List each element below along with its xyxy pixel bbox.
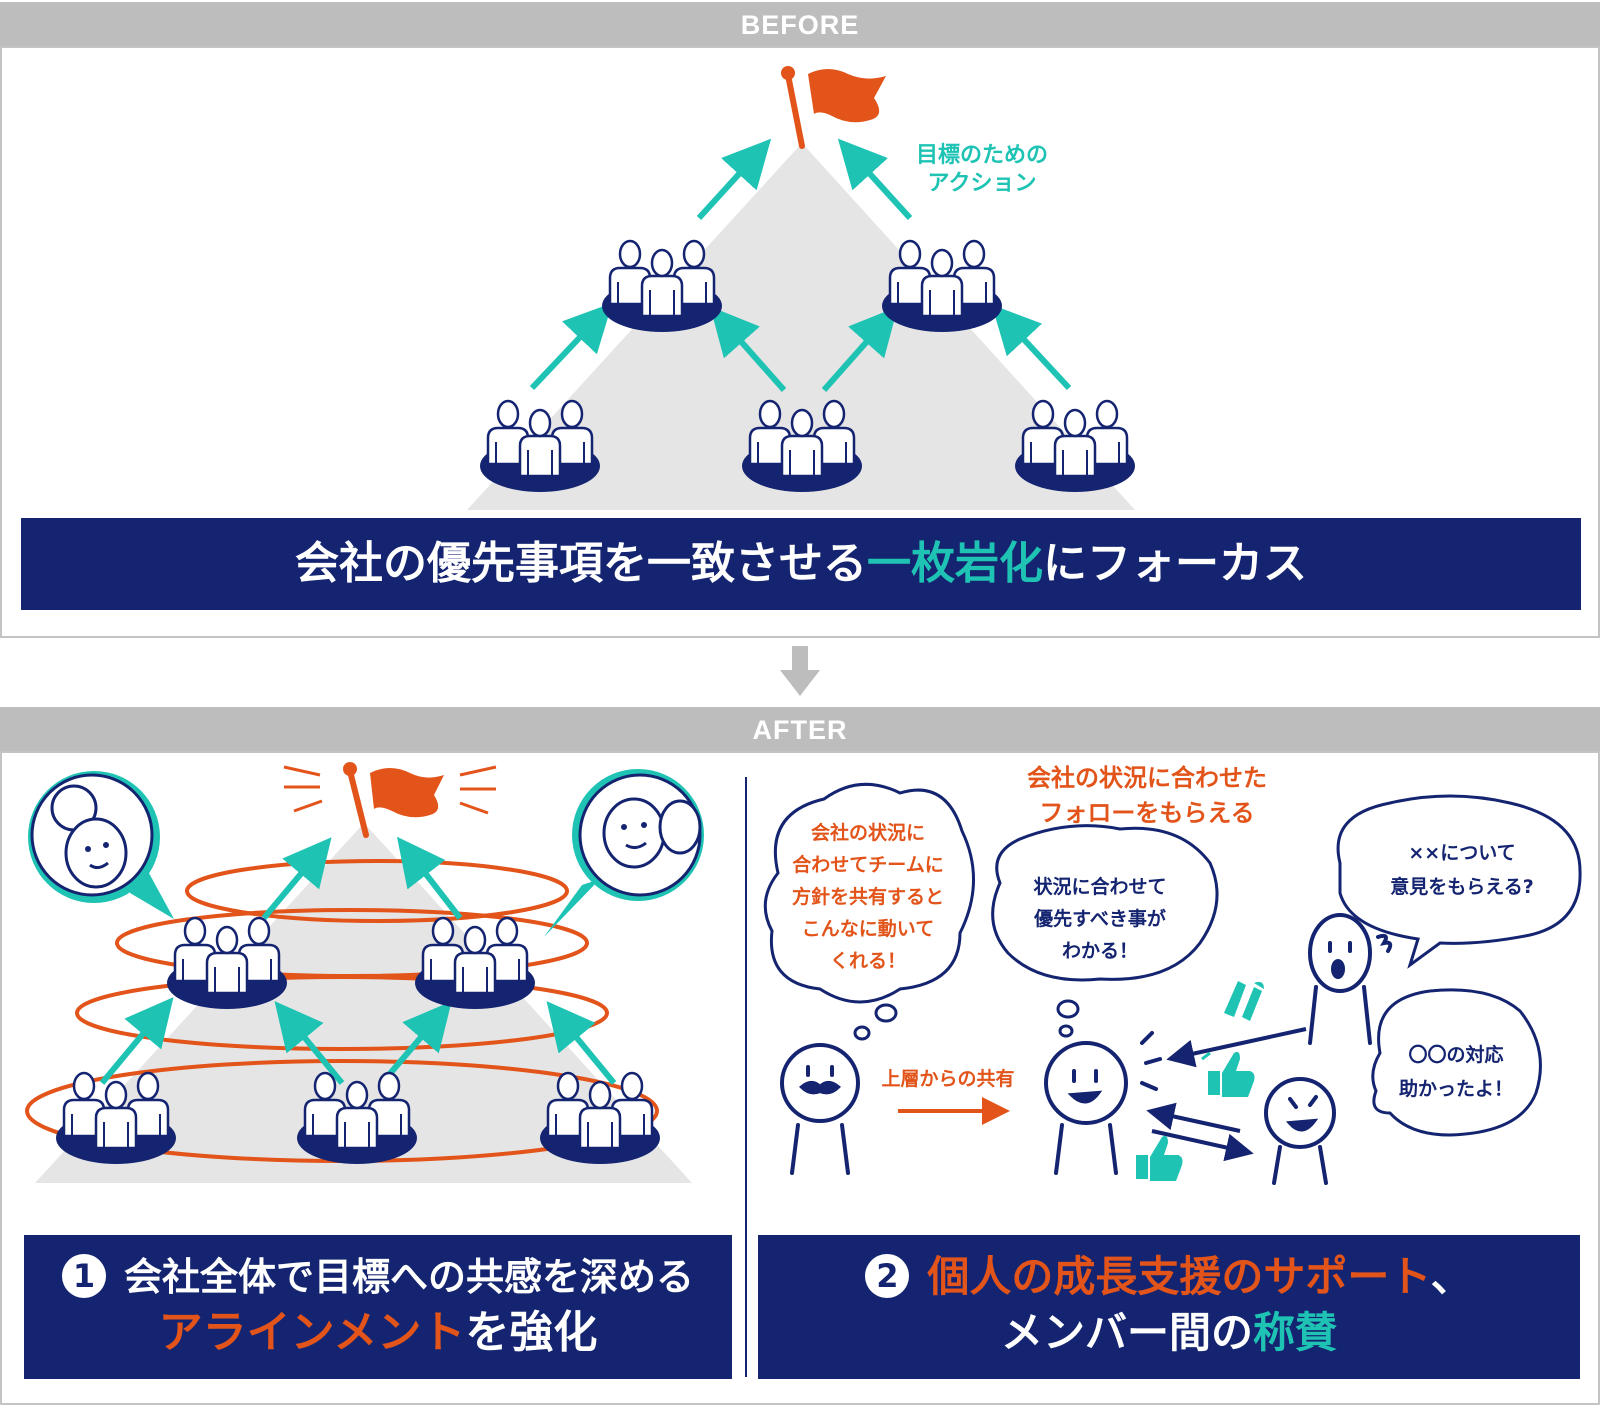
bubble-text: 助かったよ！: [1399, 1077, 1513, 1100]
team-group-icon: [1013, 399, 1137, 494]
before-header: BEFORE: [0, 2, 1600, 46]
arrow: [1166, 1027, 1307, 1068]
person-member-bottom-right-icon: [1264, 1077, 1336, 1185]
bubble-text: 方針を共有すると: [792, 885, 944, 908]
banner-highlight: 個人の成長支援のサポート: [927, 1252, 1431, 1301]
bubble-text: 会社の状況に: [811, 821, 925, 844]
divider: [745, 777, 747, 1377]
bubble-text: くれる！: [830, 950, 906, 972]
annotation-line1: 目標のための: [916, 143, 1048, 168]
thought-bubble-center: 状況に合わせて 優先すべき事が わかる！: [991, 824, 1219, 1038]
person-manager-icon: [780, 1043, 860, 1175]
annotation-line2: アクション: [928, 171, 1037, 196]
banner-text: 会社の優先事項を一致させる: [295, 538, 867, 589]
team-group-icon: [54, 1071, 178, 1166]
flag-icon: [781, 66, 886, 149]
thumbs-up-icon: [1201, 1051, 1255, 1097]
flag-icon: [283, 762, 497, 838]
heading-line1: 会社の状況に合わせた: [1027, 764, 1267, 792]
team-group-icon: [600, 239, 724, 334]
team-group-icon: [165, 916, 289, 1011]
high-five-icon: [1224, 981, 1264, 1021]
banner-highlight: 称賛: [1253, 1308, 1338, 1357]
bubble-text: ××について: [1408, 842, 1515, 864]
before-banner: 会社の優先事項を一致させる一枚岩化にフォーカス: [21, 518, 1581, 610]
arrow: [837, 138, 913, 221]
arrow-label: 上層からの共有: [881, 1067, 1014, 1090]
person-member-center-icon: [1044, 1031, 1162, 1175]
arrow: [991, 304, 1072, 391]
down-arrow-icon: [780, 646, 820, 696]
before-panel: 目標のための アクション 会社の優先事項を一致させる一枚岩化にフォーカス: [0, 46, 1600, 638]
banner-text: 会社全体で目標への共感を深める: [123, 1255, 694, 1299]
bubble-text: 状況に合わせて: [1033, 875, 1166, 898]
arrow: [696, 138, 772, 221]
speech-bubble-left: [28, 771, 174, 919]
team-group-icon: [740, 399, 864, 494]
arrow: [1146, 1102, 1241, 1133]
arrow: [710, 306, 787, 392]
arrow: [99, 997, 174, 1085]
team-group-icon: [538, 1071, 662, 1166]
pyramid-shape: [467, 143, 1135, 510]
spiral-ring: [185, 859, 569, 923]
spiral-ring: [75, 975, 609, 1051]
bubble-text: 意見をもらえる?: [1390, 875, 1533, 898]
before-pyramid-diagram: 目標のための アクション: [467, 66, 1137, 510]
bubble-text: こんなに動いて: [802, 918, 934, 940]
arrow: [529, 302, 613, 391]
growth-support-illustration: 会社の状況に合わせた フォローをもらえる 会社の状況に 合わせてチームに 方針を…: [763, 764, 1582, 1185]
alignment-pyramid-diagram: [25, 762, 704, 1183]
bubble-text: 合わせてチームに: [792, 853, 943, 876]
number-badge: 2: [865, 1253, 910, 1298]
banner-text-end: にフォーカス: [1043, 538, 1307, 589]
heading-line2: フォローをもらえる: [1039, 799, 1254, 827]
after-panel: 会社の状況に合わせた フォローをもらえる 会社の状況に 合わせてチームに 方針を…: [0, 751, 1600, 1405]
bubble-text: 優先すべき事が: [1033, 907, 1166, 930]
banner-text: メンバー間の: [1000, 1308, 1253, 1357]
speech-bubble-bottom-right: 〇〇の対応 助かったよ！: [1371, 988, 1542, 1137]
banner-text: 、: [1430, 1252, 1473, 1301]
speech-bubble-right: [544, 769, 704, 937]
person-member-top-right-icon: [1308, 913, 1393, 1045]
arrow: [821, 306, 898, 392]
team-group-icon: [478, 399, 602, 494]
arrow: [379, 1001, 452, 1085]
banner-text-end: を強化: [465, 1307, 598, 1358]
bubble-text: 〇〇の対応: [1408, 1043, 1503, 1066]
speech-bubble-top-right: ××について 意見をもらえる?: [1336, 794, 1582, 969]
thumbs-up-icon: [1136, 1135, 1183, 1181]
team-group-icon: [413, 916, 537, 1011]
after-left-banner: 1 会社全体で目標への共感を深める アラインメントを強化: [24, 1235, 732, 1379]
banner-highlight: アラインメント: [158, 1307, 466, 1358]
arrow: [396, 836, 463, 920]
thought-bubble-left: 会社の状況に 合わせてチームに 方針を共有すると こんなに動いて くれる！: [763, 782, 975, 1041]
arrow: [1151, 1129, 1254, 1162]
number-badge: 1: [61, 1253, 106, 1298]
arrow: [261, 837, 332, 920]
team-group-icon: [295, 1071, 419, 1166]
bubble-text: わかる！: [1062, 940, 1138, 962]
pyramid-shape: [35, 823, 692, 1183]
arrow: [546, 1001, 617, 1085]
arrow: [274, 1001, 345, 1085]
team-group-icon: [880, 239, 1004, 334]
banner-highlight: 一枚岩化: [867, 538, 1043, 589]
after-right-banner: 2 個人の成長支援のサポート、 メンバー間の称賛: [758, 1235, 1580, 1379]
after-header: AFTER: [0, 707, 1600, 751]
